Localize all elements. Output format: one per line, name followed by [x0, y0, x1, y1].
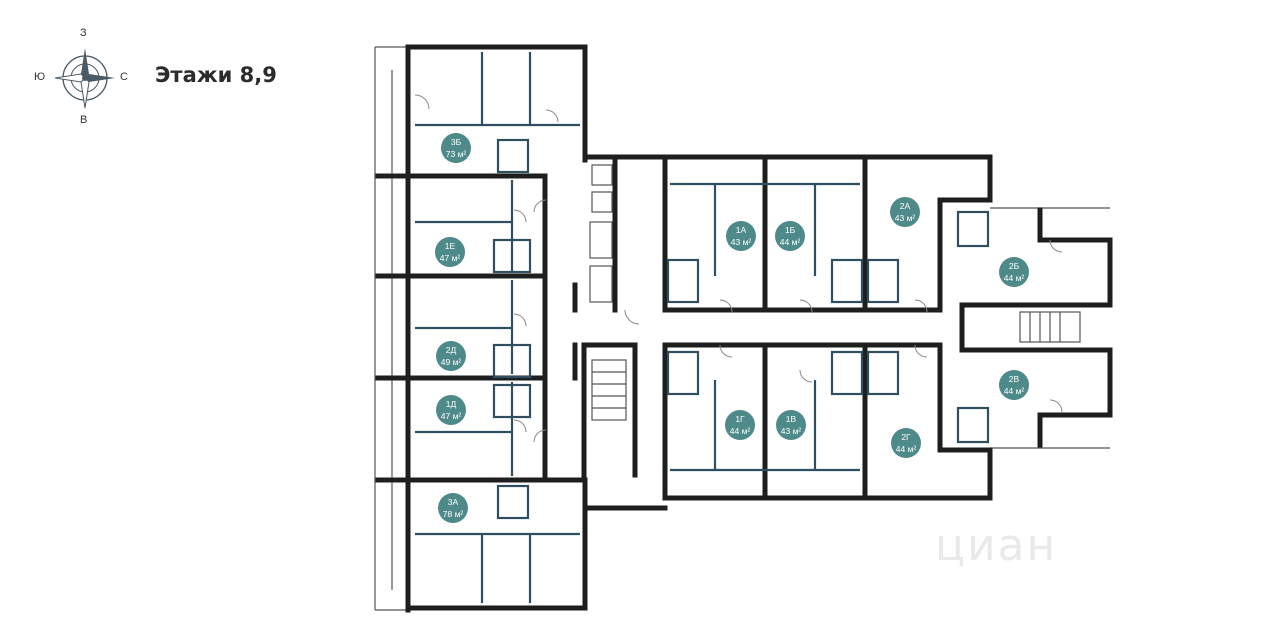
- page-title: Этажи 8,9: [155, 63, 277, 87]
- compass-rose-icon: [54, 48, 115, 109]
- apartment-area: 49 м²: [441, 357, 462, 367]
- apartment-area: 44 м²: [1004, 273, 1025, 283]
- apartment-area: 73 м²: [446, 149, 467, 159]
- compass-west-label: Ю: [34, 71, 46, 83]
- apartment-marker-2d[interactable]: 2Д 49 м²: [436, 341, 466, 371]
- apartment-marker-2a[interactable]: 2А 43 м²: [890, 197, 920, 227]
- door-arcs: [414, 94, 1063, 443]
- apartment-marker-1a[interactable]: 1А 43 м²: [726, 221, 756, 251]
- apartment-area: 43 м²: [895, 213, 916, 223]
- apartment-marker-1b[interactable]: 1Б 44 м²: [775, 221, 805, 251]
- compass-north-label: З: [80, 27, 87, 39]
- left-block-inner-walls: [415, 52, 580, 603]
- apartment-marker-3b[interactable]: 3Б 73 м²: [441, 133, 471, 163]
- apartment-marker-3a[interactable]: 3А 78 м²: [438, 493, 468, 523]
- apartment-marker-1e[interactable]: 1Е 47 м²: [435, 237, 465, 267]
- middle-wing-walls: [662, 154, 993, 501]
- apartment-number: 2Б: [1009, 261, 1020, 271]
- apartment-number: 1Б: [785, 225, 796, 235]
- apartment-number: 2Д: [446, 345, 457, 355]
- apartment-area: 43 м²: [781, 426, 802, 436]
- compass-east-label: С: [120, 71, 128, 83]
- compass-south-label: В: [80, 114, 88, 126]
- apartment-marker-2v[interactable]: 2В 44 м²: [999, 370, 1029, 400]
- apartment-marker-1v[interactable]: 1В 43 м²: [776, 410, 806, 440]
- apartment-area: 43 м²: [731, 237, 752, 247]
- apartment-area: 78 м²: [443, 509, 464, 519]
- apartment-number: 1А: [736, 225, 747, 235]
- apartment-number: 1Г: [735, 414, 745, 424]
- core-walls: [572, 154, 668, 511]
- apartment-area: 44 м²: [730, 426, 751, 436]
- apartment-area: 44 м²: [780, 237, 801, 247]
- apartment-number: 2В: [1009, 374, 1020, 384]
- apartment-number: 1В: [786, 414, 797, 424]
- apartment-area: 44 м²: [1004, 386, 1025, 396]
- apartment-number: 1Е: [445, 241, 456, 251]
- apartment-area: 44 м²: [896, 444, 917, 454]
- apartment-marker-1g[interactable]: 1Г 44 м²: [725, 410, 755, 440]
- apartment-number: 3Б: [451, 137, 462, 147]
- apartment-marker-2b[interactable]: 2Б 44 м²: [999, 257, 1029, 287]
- apartment-number: 1Д: [446, 399, 457, 409]
- apartment-number: 2Г: [901, 432, 911, 442]
- compass: З В Ю С: [30, 26, 140, 136]
- right-wing-walls: [937, 197, 1113, 453]
- apartment-marker-1d[interactable]: 1Д 47 м²: [436, 395, 466, 425]
- apartment-number: 2А: [900, 201, 911, 211]
- middle-wing-inner-walls: [666, 182, 900, 472]
- apartment-area: 47 м²: [440, 253, 461, 263]
- apartment-marker-2g[interactable]: 2Г 44 м²: [891, 428, 921, 458]
- apartment-number: 3А: [448, 497, 459, 507]
- watermark: циан: [935, 520, 1058, 571]
- apartment-area: 47 м²: [441, 411, 462, 421]
